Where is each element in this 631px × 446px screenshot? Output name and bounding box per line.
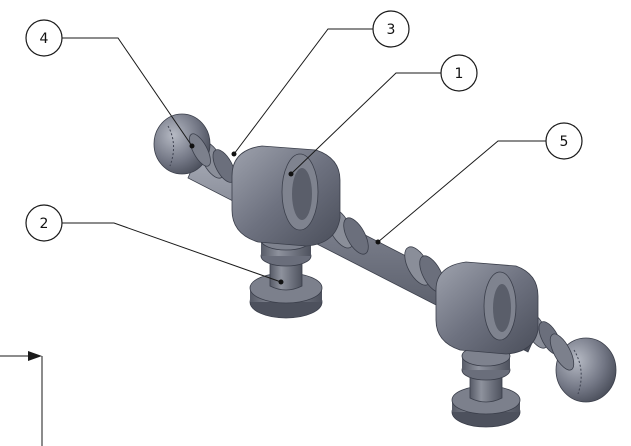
callout-2: 2 (25, 204, 63, 242)
end-cap-ball (153, 113, 211, 175)
mounting-block (231, 145, 341, 247)
callouts: 4 3 1 5 2 (25, 10, 583, 242)
right-standoff (451, 345, 521, 428)
callout-3: 3 (372, 10, 410, 48)
right-mounting-block (435, 261, 539, 355)
leader-dot-3 (231, 151, 237, 157)
callout-1: 1 (440, 54, 478, 92)
leader-5 (377, 140, 546, 243)
leader-dot-4 (189, 143, 195, 149)
callout-3-label: 3 (387, 22, 396, 38)
leader-lines (62, 28, 546, 285)
leader-2 (62, 222, 282, 283)
leader-dot-1 (288, 171, 294, 177)
leader-dot-2 (278, 279, 284, 285)
leader-1 (290, 72, 441, 175)
callout-5: 5 (545, 122, 583, 160)
leader-3 (233, 28, 373, 155)
callout-4-label: 4 (40, 31, 49, 47)
leader-4 (62, 37, 193, 147)
view-arrow-head (28, 351, 42, 361)
callout-1-label: 1 (455, 66, 464, 82)
leader-dot-5 (375, 239, 381, 245)
view-arrow (0, 351, 43, 446)
callout-5-label: 5 (560, 134, 569, 150)
right-end-cap-ball (549, 333, 617, 403)
handle-assembly (153, 113, 617, 428)
callout-2-label: 2 (40, 216, 49, 232)
callout-4: 4 (25, 19, 63, 57)
